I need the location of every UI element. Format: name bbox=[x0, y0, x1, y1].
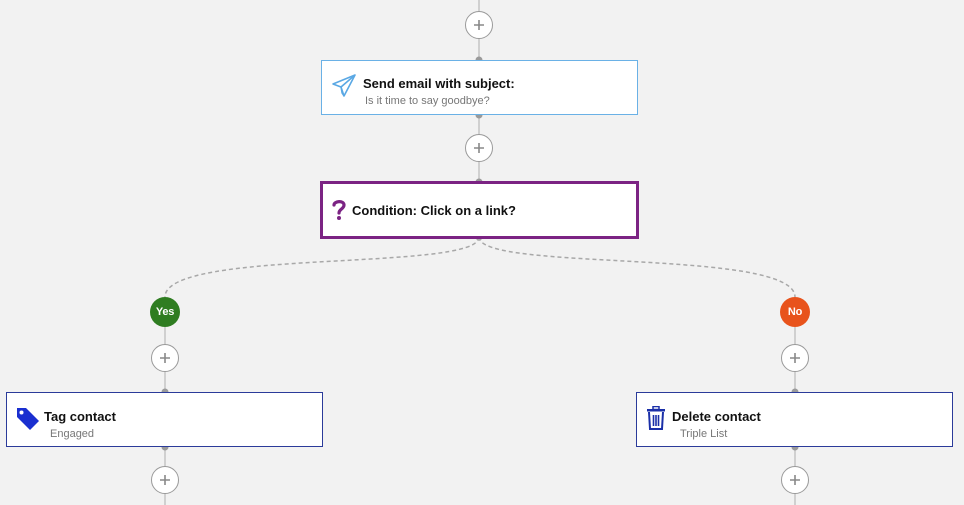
send-email-subject: Is it time to say goodbye? bbox=[365, 95, 490, 107]
trash-icon bbox=[646, 405, 666, 435]
condition-title: Condition: Click on a link? bbox=[352, 203, 516, 218]
condition-step[interactable]: Condition: Click on a link? bbox=[320, 181, 639, 239]
plus-icon bbox=[790, 353, 800, 363]
add-step-button-after-delete[interactable] bbox=[781, 466, 809, 494]
send-email-step[interactable]: Send email with subject: Is it time to s… bbox=[321, 60, 638, 115]
plus-icon bbox=[474, 20, 484, 30]
add-step-button-yes-branch[interactable] bbox=[151, 344, 179, 372]
yes-branch-badge[interactable]: Yes bbox=[150, 297, 180, 327]
question-mark-icon bbox=[332, 199, 346, 226]
add-step-button-after-tag[interactable] bbox=[151, 466, 179, 494]
paper-plane-icon bbox=[331, 73, 357, 104]
no-branch-badge[interactable]: No bbox=[780, 297, 810, 327]
delete-contact-list: Triple List bbox=[680, 428, 728, 440]
delete-contact-title: Delete contact bbox=[672, 409, 761, 424]
tag-contact-value: Engaged bbox=[50, 428, 95, 440]
add-step-button-after-email[interactable] bbox=[465, 134, 493, 162]
plus-icon bbox=[474, 143, 484, 153]
tag-contact-step[interactable]: Tag contact Engaged bbox=[6, 392, 323, 447]
tag-contact-title: Tag contact bbox=[44, 409, 116, 424]
send-email-title: Send email with subject: bbox=[363, 76, 515, 91]
tag-icon bbox=[15, 405, 41, 436]
add-step-button-top[interactable] bbox=[465, 11, 493, 39]
add-step-button-no-branch[interactable] bbox=[781, 344, 809, 372]
plus-icon bbox=[160, 353, 170, 363]
delete-contact-step[interactable]: Delete contact Triple List bbox=[636, 392, 953, 447]
plus-icon bbox=[160, 475, 170, 485]
plus-icon bbox=[790, 475, 800, 485]
